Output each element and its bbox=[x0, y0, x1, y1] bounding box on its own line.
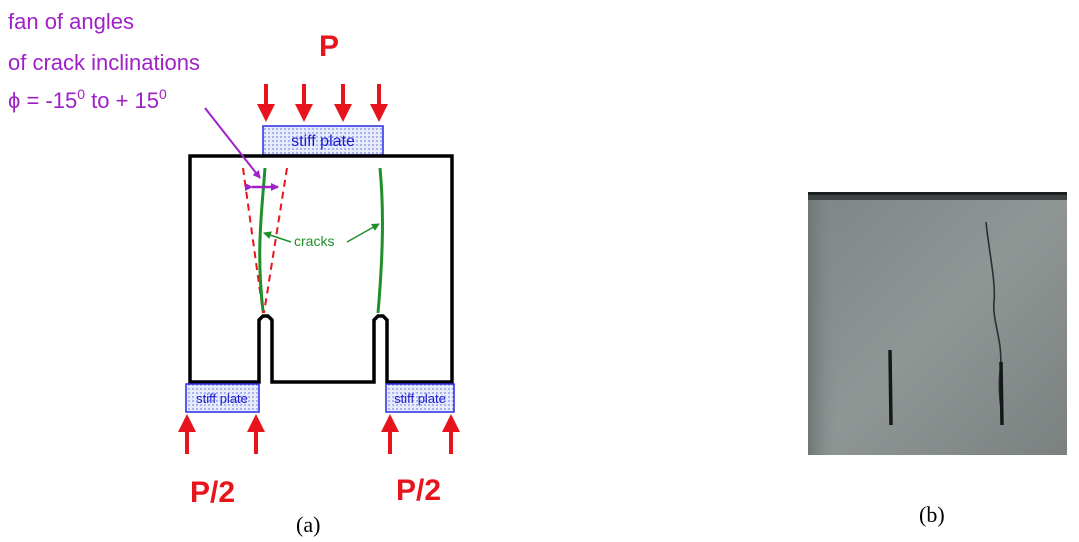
reaction-arrow-3 bbox=[381, 414, 399, 454]
annotation-line-1: fan of angles bbox=[8, 9, 134, 34]
load-left-label: P/2 bbox=[190, 476, 235, 509]
stiff-plate-top bbox=[262, 125, 384, 156]
phi-eq: = -15 bbox=[20, 88, 77, 113]
load-arrow-top-2 bbox=[295, 84, 313, 122]
load-top-label: P bbox=[319, 30, 339, 63]
fan-boundary-right bbox=[263, 167, 288, 314]
annotation-leader-arrow bbox=[204, 107, 261, 179]
photo-crack bbox=[985, 221, 1003, 418]
phi-sup-2: 0 bbox=[159, 86, 167, 102]
photo-notch-left bbox=[888, 349, 893, 426]
stiff-plate-top-label: stiff plate bbox=[291, 133, 355, 150]
load-arrow-top-4 bbox=[370, 84, 388, 122]
caption-a: (a) bbox=[296, 512, 321, 537]
reaction-arrows bbox=[178, 414, 460, 454]
specimen-photo bbox=[808, 192, 1067, 455]
top-load-arrows bbox=[257, 84, 388, 122]
cracks-leader-right bbox=[346, 223, 380, 243]
reaction-arrow-2 bbox=[247, 414, 265, 454]
stiff-plate-right bbox=[385, 383, 455, 413]
cracks-label: cracks bbox=[294, 233, 334, 249]
caption-b: (b) bbox=[919, 502, 945, 527]
crack-right bbox=[376, 167, 384, 314]
stiff-plate-right-label: stiff plate bbox=[394, 391, 446, 406]
photo-notch-right bbox=[999, 361, 1004, 426]
cracks-leader-left bbox=[263, 231, 292, 243]
reaction-arrow-1 bbox=[178, 414, 196, 454]
phi-to: to + 15 bbox=[85, 88, 159, 113]
load-arrow-top-3 bbox=[334, 84, 352, 122]
specimen-diagram: fan of angles of crack inclinations ϕ = … bbox=[8, 9, 460, 509]
crack-left bbox=[258, 167, 267, 312]
reaction-arrow-4 bbox=[442, 414, 460, 454]
phi-sup-1: 0 bbox=[77, 86, 85, 102]
stiff-plate-left-label: stiff plate bbox=[196, 391, 248, 406]
load-arrow-top-1 bbox=[257, 84, 275, 122]
phi-symbol: ϕ bbox=[8, 88, 20, 113]
stiff-plate-left bbox=[185, 383, 260, 413]
load-right-label: P/2 bbox=[396, 474, 441, 507]
annotation-line-2: of crack inclinations bbox=[8, 50, 200, 75]
phi-range-label: ϕ = -150 to + 150 bbox=[8, 86, 167, 113]
specimen-outline bbox=[188, 154, 454, 384]
